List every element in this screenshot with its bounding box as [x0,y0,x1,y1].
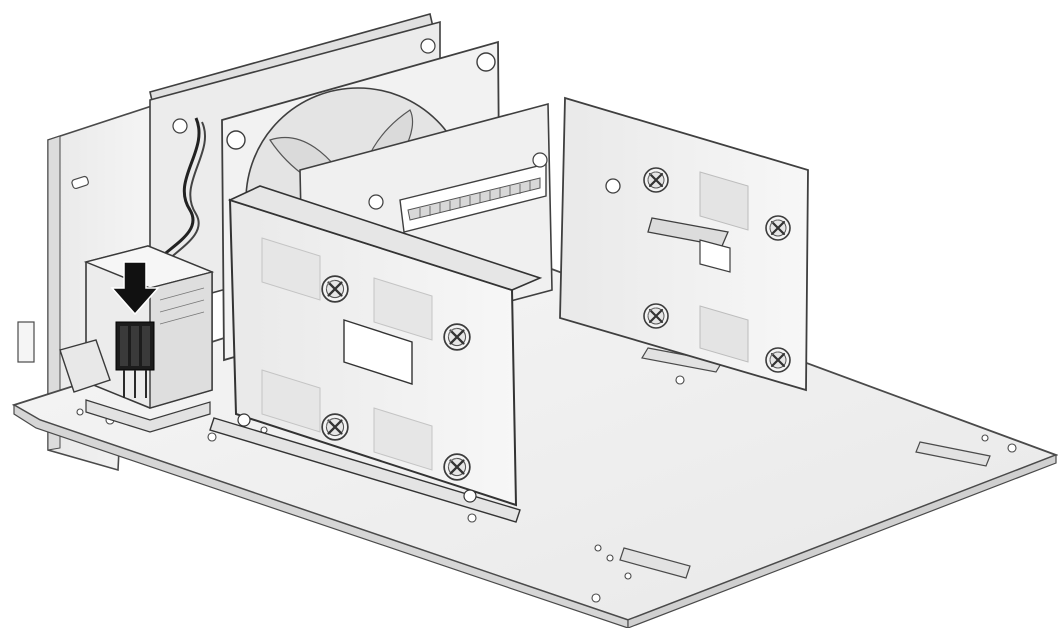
screw-icon [320,274,350,304]
fan-header-connector [115,321,155,398]
screw-icon [442,322,472,352]
screw-icon [764,214,792,242]
front-drive-cage [209,185,543,523]
screw-icon [642,166,670,194]
rear-drive-cage [559,96,809,392]
power-module [59,245,215,433]
screw-icon [642,302,670,330]
screw-icon [764,346,792,374]
screw-icon [442,452,472,482]
screw-icon [320,412,350,442]
arrow-down-icon [110,261,160,316]
